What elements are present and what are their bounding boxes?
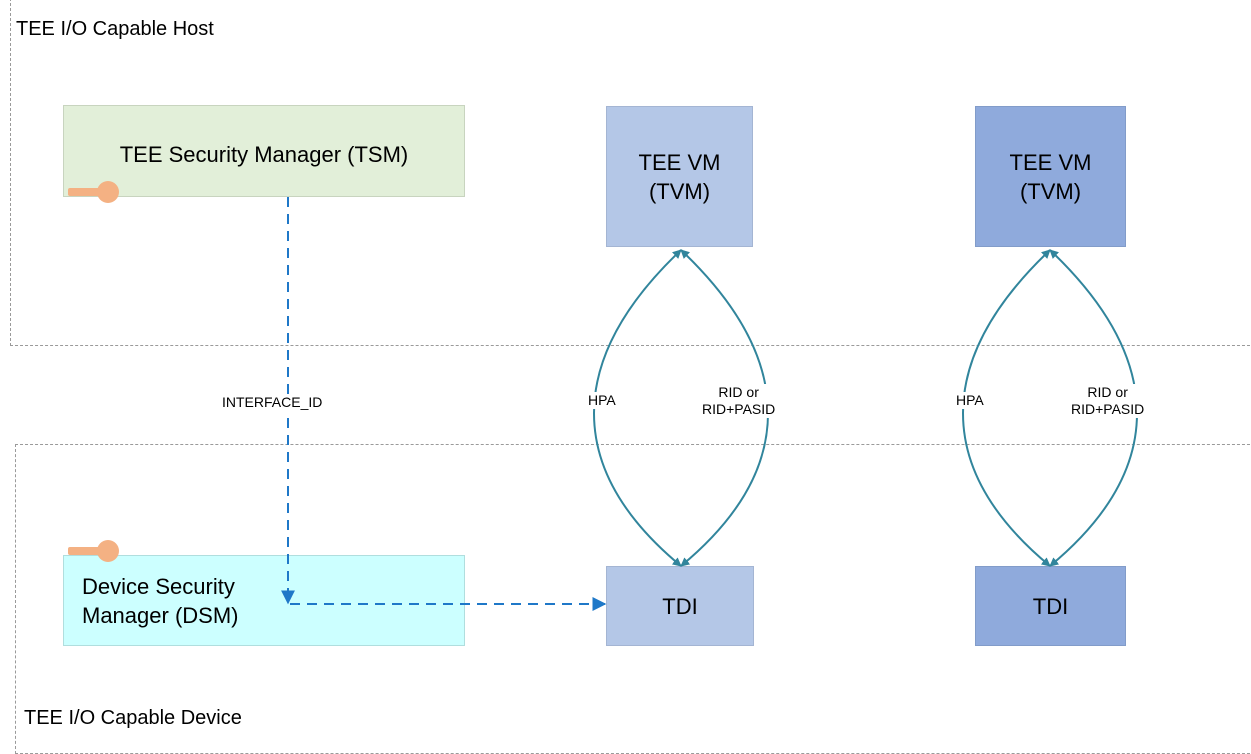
device-region-label: TEE I/O Capable Device [24, 707, 242, 729]
host-region [10, 0, 1251, 346]
hpa-label-2: HPA [956, 392, 984, 409]
hpa-arc-1 [593, 249, 682, 567]
tsm-box: TEE Security Manager (TSM) [63, 105, 465, 197]
dsm-key-icon [68, 540, 119, 562]
hpa-arc-2 [962, 249, 1051, 567]
tsm-key-icon [68, 181, 119, 203]
tdi-box-2: TDI [975, 566, 1126, 646]
tvm-label-1: TEE VM (TVM) [638, 149, 721, 204]
tsm-label: TEE Security Manager (TSM) [119, 142, 409, 167]
hpa-label-1: HPA [588, 392, 616, 409]
tvm-box-1: TEE VM (TVM) [606, 106, 753, 247]
tdi-label-1: TDI [662, 593, 698, 619]
rid-label-1: RID or RID+PASID [702, 384, 776, 418]
tvm-label-2: TEE VM (TVM) [1009, 149, 1092, 204]
rid-label-2: RID or RID+PASID [1071, 384, 1145, 418]
tdi-box-1: TDI [606, 566, 754, 646]
interface-id-label: INTERFACE_ID [222, 394, 323, 411]
host-region-label: TEE I/O Capable Host [16, 18, 214, 40]
dsm-box: Device Security Manager (DSM) [63, 555, 465, 646]
tdi-label-2: TDI [1032, 593, 1069, 619]
tvm-box-2: TEE VM (TVM) [975, 106, 1126, 247]
dsm-label: Device Security Manager (DSM) [82, 573, 239, 628]
